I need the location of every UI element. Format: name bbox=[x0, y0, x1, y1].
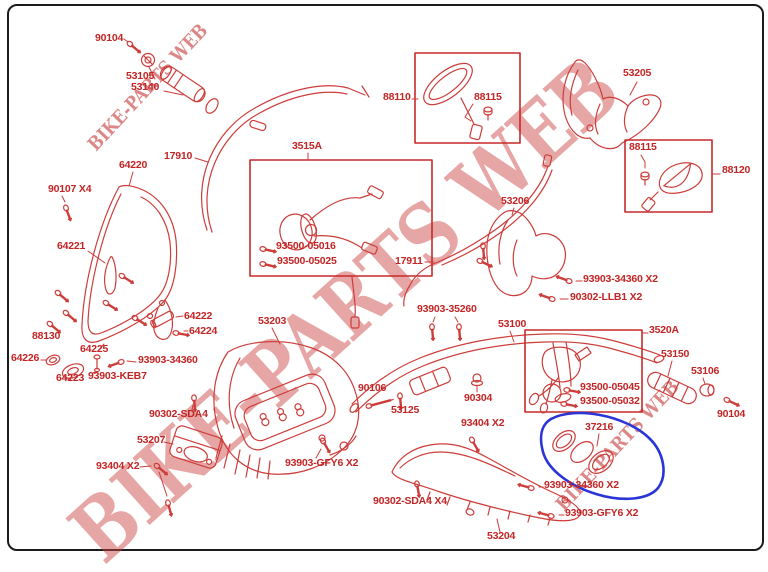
part-label-93903-keb7[interactable]: 93903-KEB7 bbox=[88, 370, 147, 382]
drawing-guard-53206 bbox=[475, 207, 583, 304]
part-label-53204[interactable]: 53204 bbox=[487, 530, 516, 542]
part-label-37216[interactable]: 37216 bbox=[585, 421, 614, 433]
highlight-ellipse bbox=[539, 411, 665, 501]
part-label-53206[interactable]: 53206 bbox=[501, 195, 530, 207]
assembly-box-3515a bbox=[249, 152, 433, 329]
assembly-box-3520a bbox=[524, 329, 649, 414]
drawing-cover-53204 bbox=[391, 443, 581, 533]
part-label-64220[interactable]: 64220 bbox=[119, 159, 148, 171]
drawing-mid-fasteners bbox=[364, 373, 484, 455]
part-label-53203[interactable]: 53203 bbox=[258, 315, 287, 327]
drawing-cable-17910 bbox=[194, 85, 370, 233]
part-label-64226[interactable]: 64226 bbox=[11, 352, 40, 364]
part-label-93903-gfy6-x2-mid[interactable]: 93903-GFY6 X2 bbox=[285, 457, 359, 469]
part-label-64221[interactable]: 64221 bbox=[57, 240, 86, 252]
drawing-bracket-53205 bbox=[562, 59, 662, 150]
part-label-93903-34360-x2-mid[interactable]: 93903-34360 X2 bbox=[583, 273, 658, 285]
part-label-90107-x4[interactable]: 90107 X4 bbox=[48, 183, 92, 195]
part-label-90106[interactable]: 90106 bbox=[358, 382, 387, 394]
part-label-93500-05025[interactable]: 93500-05025 bbox=[277, 255, 337, 267]
assembly-label-3515a[interactable]: 3515A bbox=[292, 140, 322, 152]
part-label-53150[interactable]: 53150 bbox=[661, 348, 690, 360]
part-label-88130[interactable]: 88130 bbox=[32, 330, 61, 342]
part-label-90302-sda4[interactable]: 90302-SDA4 bbox=[149, 408, 208, 420]
part-label-53106[interactable]: 53106 bbox=[691, 365, 720, 377]
part-label-88115-right[interactable]: 88115 bbox=[629, 141, 657, 153]
part-label-53105[interactable]: 53105 bbox=[126, 70, 155, 82]
drawing-cable-17911 bbox=[403, 154, 553, 307]
part-label-90104-right[interactable]: 90104 bbox=[717, 408, 746, 420]
part-label-64223[interactable]: 64223 bbox=[56, 372, 85, 384]
part-label-53100[interactable]: 53100 bbox=[498, 318, 527, 330]
part-label-90104-top[interactable]: 90104 bbox=[95, 32, 124, 44]
part-label-93404-x2-left[interactable]: 93404 X2 bbox=[96, 460, 140, 472]
part-label-93404-x2-right[interactable]: 93404 X2 bbox=[461, 417, 505, 429]
part-label-93903-34360-left[interactable]: 93903-34360 bbox=[138, 354, 198, 366]
part-label-93500-05045[interactable]: 93500-05045 bbox=[580, 381, 640, 393]
part-label-93500-05016[interactable]: 93500-05016 bbox=[276, 240, 336, 252]
assembly-box-88110 bbox=[411, 52, 521, 144]
part-label-93903-35260[interactable]: 93903-35260 bbox=[417, 303, 477, 315]
page-border bbox=[7, 4, 764, 551]
drawing-small-parts-left bbox=[40, 250, 191, 381]
drawing-throttle-grip bbox=[123, 38, 219, 114]
part-label-17910[interactable]: 17910 bbox=[164, 150, 193, 162]
part-label-88110[interactable]: 88110 bbox=[383, 91, 411, 103]
part-label-88120[interactable]: 88120 bbox=[722, 164, 751, 176]
part-label-53205[interactable]: 53205 bbox=[623, 67, 652, 79]
part-label-64225[interactable]: 64225 bbox=[80, 343, 109, 355]
part-label-17911[interactable]: 17911 bbox=[395, 255, 423, 267]
part-label-90302-sda4-x4[interactable]: 90302-SDA4 X4 bbox=[373, 495, 447, 507]
part-label-53140[interactable]: 53140 bbox=[131, 81, 160, 93]
part-label-93500-05032[interactable]: 93500-05032 bbox=[580, 395, 640, 407]
drawing-lens-37216 bbox=[516, 430, 614, 521]
part-label-93903-gfy6-x2-bottom[interactable]: 93903-GFY6 X2 bbox=[565, 507, 639, 519]
part-label-93903-34360-x2-bottom[interactable]: 93903-34360 X2 bbox=[544, 479, 619, 491]
drawing-grip-53150 bbox=[647, 360, 742, 409]
drawing-cover-53207 bbox=[139, 393, 333, 518]
part-label-64222[interactable]: 64222 bbox=[184, 310, 213, 322]
part-label-64224[interactable]: 64224 bbox=[189, 325, 218, 337]
part-label-90304[interactable]: 90304 bbox=[464, 392, 493, 404]
part-label-53125[interactable]: 53125 bbox=[391, 404, 420, 416]
drawing-windshield-64220 bbox=[61, 171, 178, 343]
part-label-90302-llb1-x2[interactable]: 90302-LLB1 X2 bbox=[570, 291, 643, 303]
part-label-88115-left[interactable]: 88115 bbox=[474, 91, 502, 103]
assembly-box-88120 bbox=[624, 139, 721, 213]
watermark-text: BIKE-PARTS WEB bbox=[51, 39, 637, 572]
part-label-53207[interactable]: 53207 bbox=[137, 434, 166, 446]
assembly-label-3520a[interactable]: 3520A bbox=[649, 324, 679, 336]
drawing-dash-53203 bbox=[213, 327, 360, 480]
